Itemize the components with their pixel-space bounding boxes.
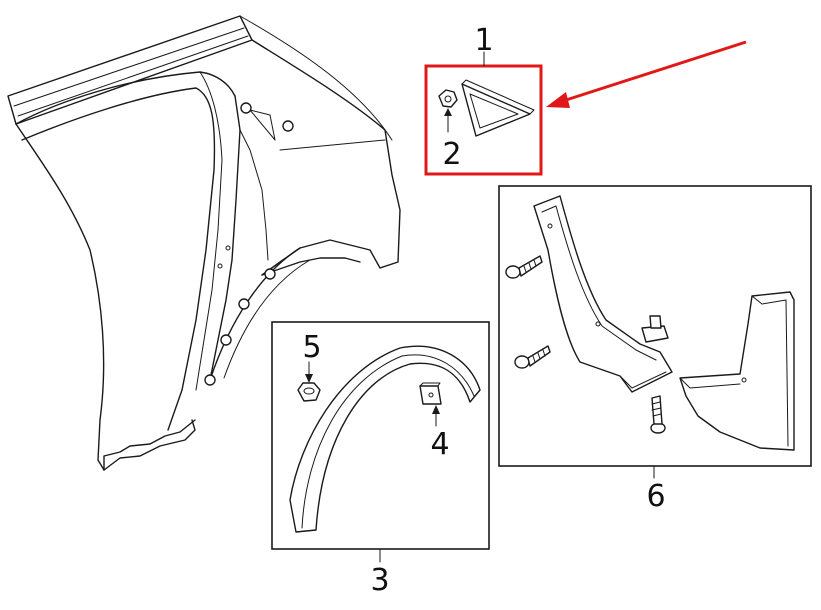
callout-2: 2	[442, 137, 461, 172]
part-5-nut	[297, 382, 321, 402]
part-6-screw-middle	[514, 345, 551, 369]
part-6-mud-flap-front	[533, 195, 673, 393]
part-6-screw-lower	[650, 395, 666, 434]
part-3-wheel-arch-molding	[289, 345, 481, 533]
part-6-clip-nut	[641, 315, 669, 343]
callout-5: 5	[302, 330, 321, 365]
callout-4: 4	[430, 427, 449, 462]
part-4-clip	[419, 382, 442, 405]
part-2-nut	[438, 89, 458, 108]
callout-1: 1	[474, 23, 493, 58]
callout-3: 3	[370, 563, 389, 598]
callout-6: 6	[646, 479, 665, 514]
part-1-applique	[461, 79, 535, 137]
highlight-arrow	[546, 40, 747, 108]
part-6-mud-flap-rear	[679, 291, 795, 451]
part-6-screw-upper	[505, 255, 543, 279]
quarter-panel	[7, 15, 401, 471]
box-part-6	[498, 185, 812, 467]
